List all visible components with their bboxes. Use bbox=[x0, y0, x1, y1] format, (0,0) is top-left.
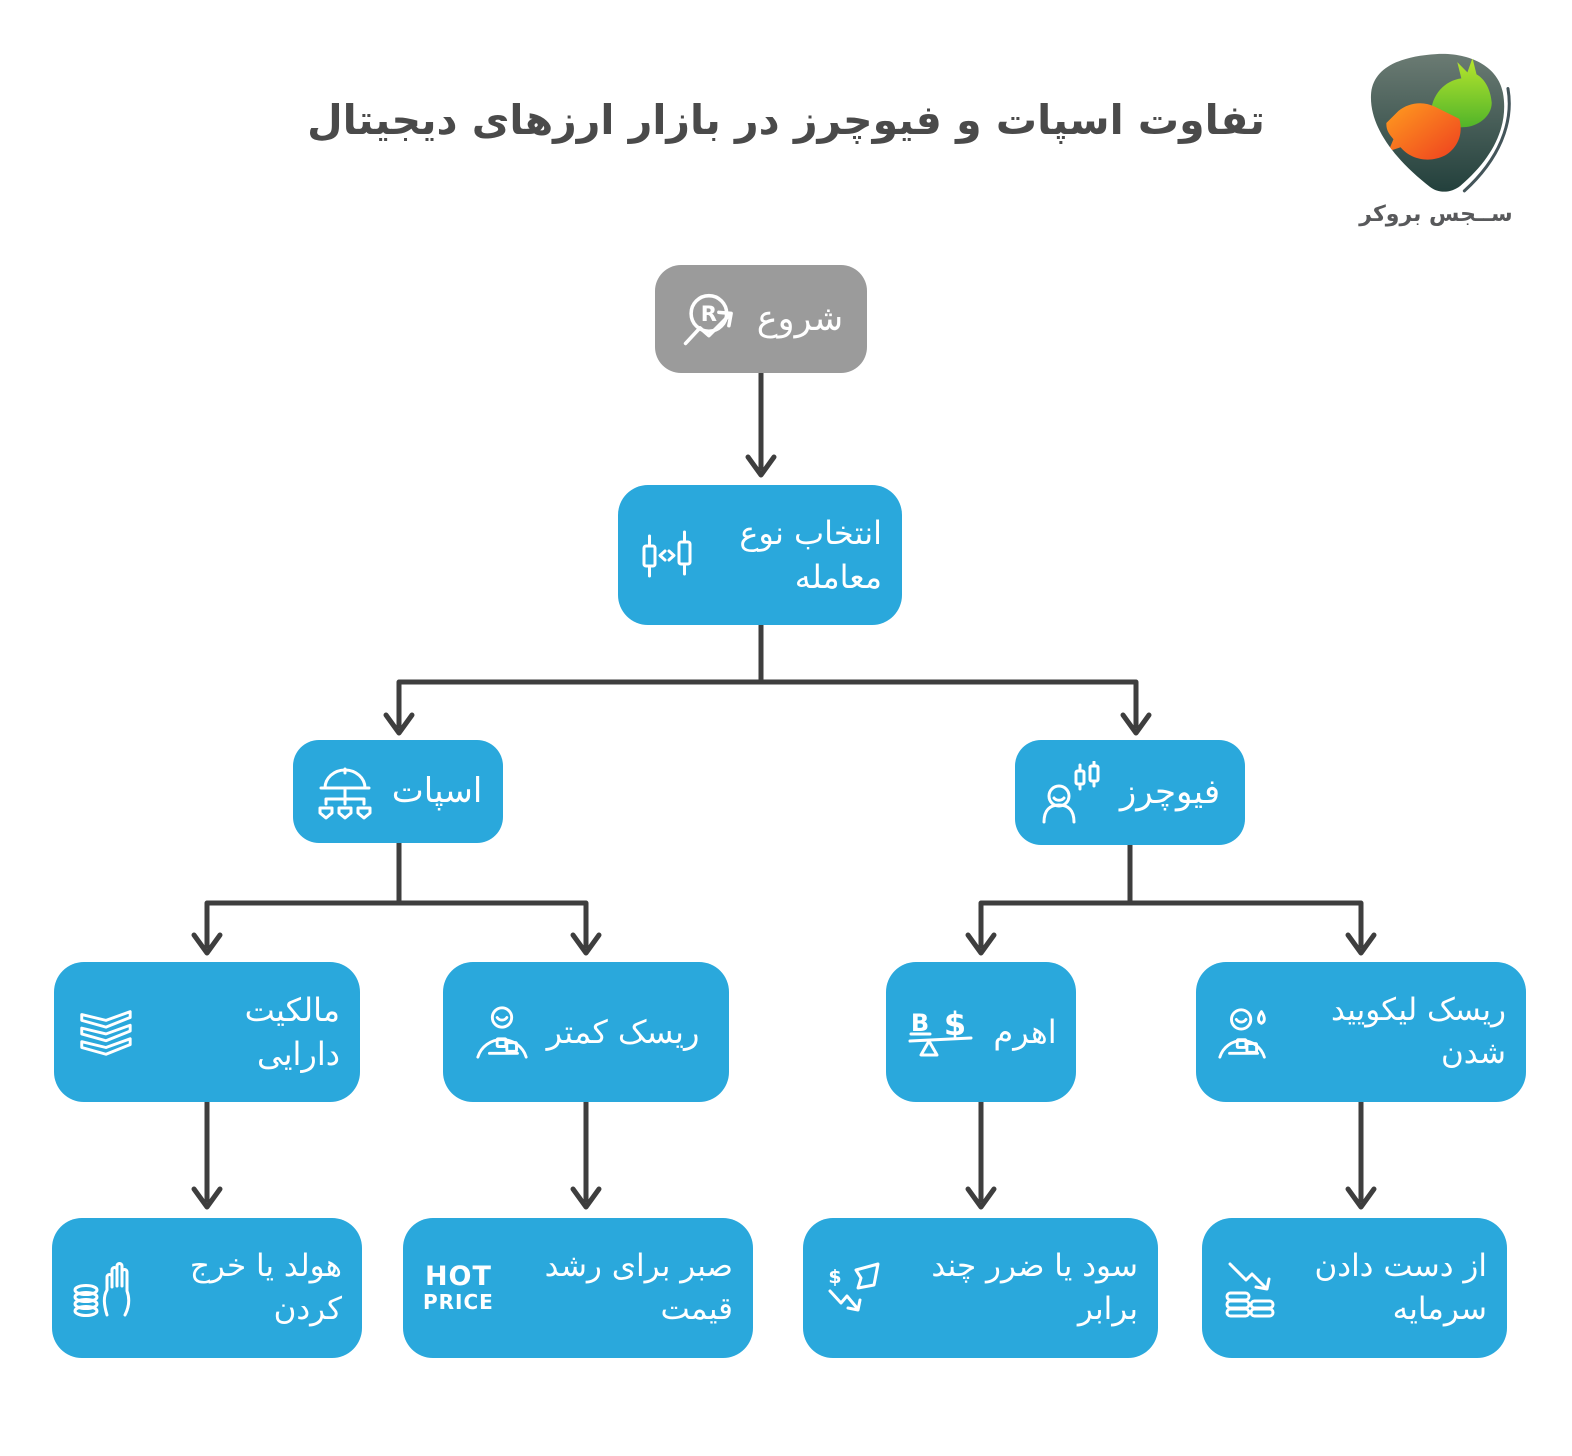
node-lose-capital: از دست دادن سرمایه bbox=[1202, 1218, 1507, 1358]
profit-icon-dollar: $ bbox=[828, 1266, 841, 1288]
hot-price-line2: PRICE bbox=[423, 1289, 494, 1314]
trader-candles-icon bbox=[1040, 760, 1104, 825]
node-asset-ownership: مالکیت دارایی bbox=[54, 962, 360, 1102]
node-leverage: اهرم B $ bbox=[886, 962, 1076, 1102]
node-ownership-label: مالکیت دارایی bbox=[244, 990, 340, 1073]
person-droplet-icon bbox=[1216, 1003, 1274, 1061]
node-leverage-label: اهرم bbox=[993, 1012, 1057, 1051]
brand-logo: ســجس بروکر bbox=[1348, 48, 1524, 227]
rate-icon-letter: R bbox=[701, 301, 717, 326]
node-lose-label: از دست دادن سرمایه bbox=[1314, 1248, 1488, 1327]
coins-decline-icon bbox=[1222, 1256, 1286, 1320]
node-wait-label: صبر برای رشد قیمت bbox=[544, 1248, 733, 1327]
node-start-label: شروع bbox=[756, 298, 844, 339]
node-choose-label: انتخاب نوع معامله bbox=[739, 513, 882, 596]
person-goods-icon bbox=[473, 1003, 531, 1061]
node-less-risk: ریسک کمتر bbox=[443, 962, 729, 1102]
node-hold-label: هولد یا خرج کردن bbox=[189, 1248, 342, 1327]
brand-name: ســجس بروکر bbox=[1359, 202, 1513, 227]
node-futures: فیوچرز bbox=[1015, 740, 1245, 845]
node-liquidation-risk: ریسک لیکویید شدن bbox=[1196, 962, 1526, 1102]
node-profit-or-loss: سود یا ضرر چند برابر $ bbox=[803, 1218, 1158, 1358]
node-hold-or-spend: هولد یا خرج کردن bbox=[52, 1218, 362, 1358]
candlestick-compare-icon bbox=[638, 526, 696, 584]
node-futures-label: فیوچرز bbox=[1119, 772, 1221, 813]
hot-price-icon: HOT PRICE bbox=[423, 1261, 494, 1314]
node-choose-trade-type: انتخاب نوع معامله bbox=[618, 485, 902, 625]
leverage-letter-dollar: $ bbox=[944, 1005, 966, 1043]
node-liquidation-label: ریسک لیکویید شدن bbox=[1330, 992, 1506, 1071]
leverage-letter-b: B bbox=[911, 1009, 929, 1037]
hand-coins-icon bbox=[72, 1257, 134, 1319]
node-spot-label: اسپات bbox=[391, 771, 483, 812]
auction-network-icon bbox=[314, 761, 376, 823]
node-lessrisk-label: ریسک کمتر bbox=[546, 1012, 700, 1051]
balance-seesaw-icon: B $ bbox=[905, 1003, 977, 1061]
node-start: شروع R bbox=[655, 265, 867, 373]
bull-bear-shield-icon bbox=[1370, 53, 1511, 193]
asset-stack-icon bbox=[74, 1001, 136, 1063]
dollar-swing-icon: $ bbox=[823, 1257, 885, 1319]
hot-price-line1: HOT bbox=[424, 1261, 492, 1293]
page-title: تفاوت اسپات و فیوچرز در بازار ارزهای دیج… bbox=[307, 96, 1265, 144]
node-wait-price-growth: صبر برای رشد قیمت HOT PRICE bbox=[403, 1218, 753, 1358]
rate-trend-icon: R bbox=[679, 289, 741, 349]
node-profit-label: سود یا ضرر چند برابر bbox=[931, 1248, 1138, 1327]
node-spot: اسپات bbox=[293, 740, 503, 843]
